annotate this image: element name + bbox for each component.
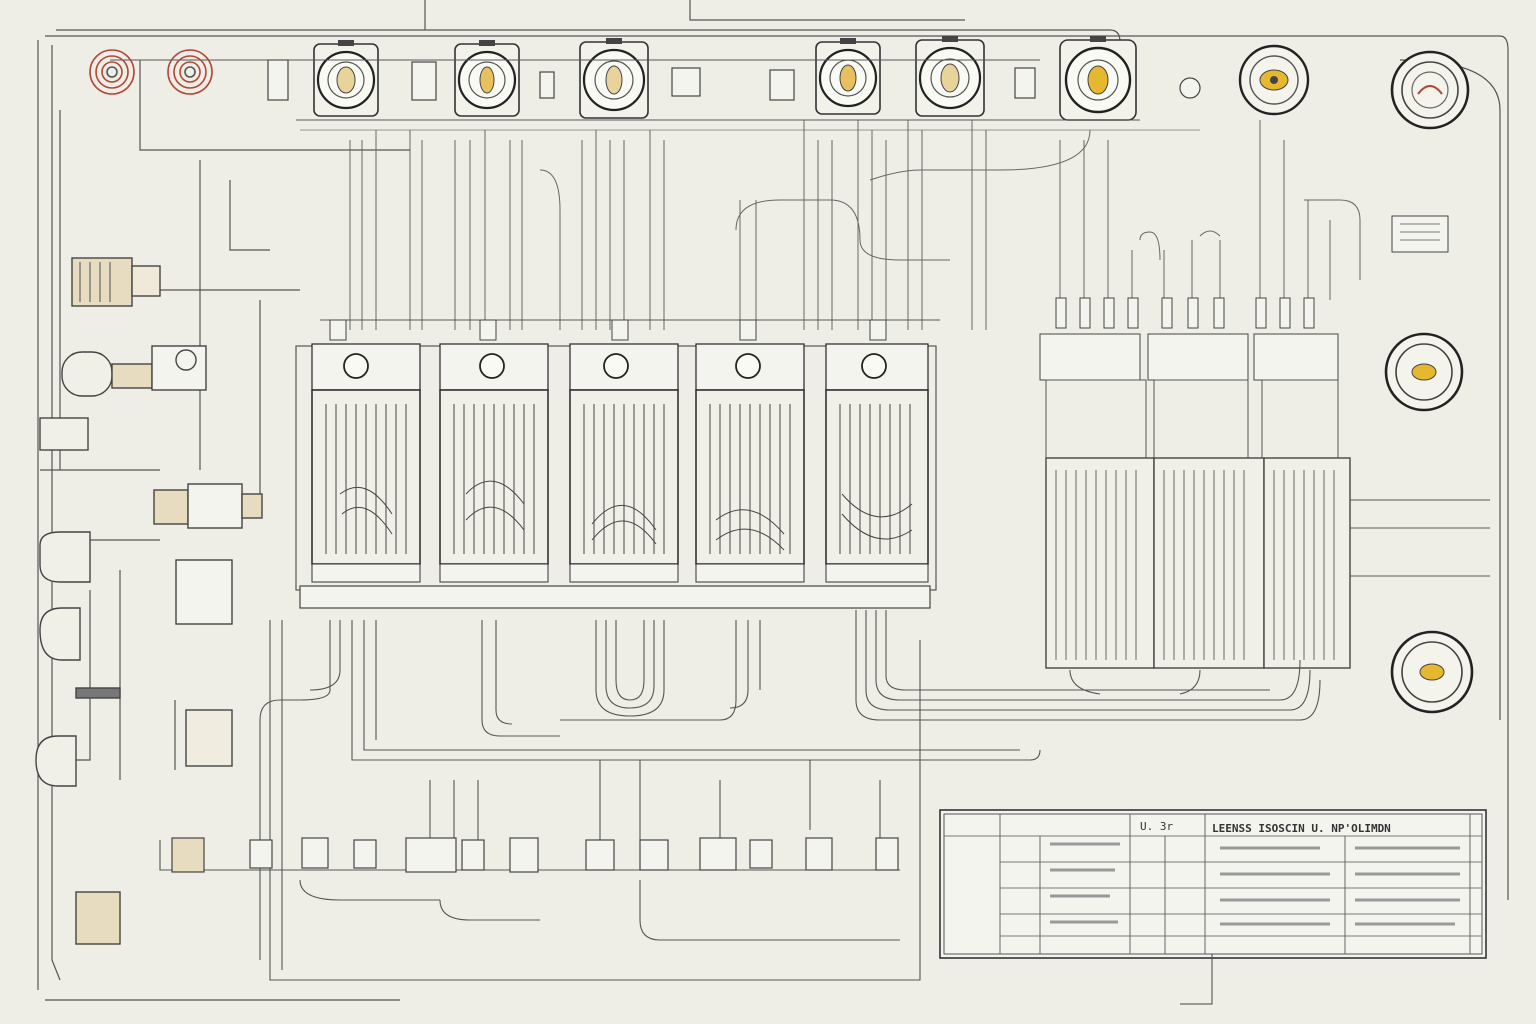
frame-wires <box>37 0 1509 1001</box>
selector-knobs <box>267 59 1201 101</box>
relay-block-icon <box>175 559 233 625</box>
terminal-block-icon <box>699 837 737 871</box>
motor-icon <box>71 257 161 307</box>
motor-icon <box>61 345 207 397</box>
right-gauge-column <box>1384 50 1474 714</box>
left-components <box>35 257 263 945</box>
terminal-block-icon <box>39 417 89 451</box>
title-block-small-header: U. 3r <box>1140 820 1173 833</box>
top-gauge-row <box>110 36 1310 131</box>
right-transformer-1 <box>1039 333 1155 669</box>
terminal-block-icon <box>171 837 205 873</box>
top-gauge-3 <box>579 38 649 119</box>
right-transformer-3 <box>1253 333 1351 669</box>
motor-icon <box>153 483 263 529</box>
transformer-bank <box>295 319 940 609</box>
transformer-4 <box>695 343 805 583</box>
coil-icon <box>89 49 213 95</box>
terminal-block-icon <box>639 839 669 871</box>
terminal-block-icon <box>249 839 273 869</box>
title-block: U. 3r LEENSS ISOSCIN U. NP'OLIMDN <box>939 809 1487 959</box>
top-gauge-2 <box>454 40 520 117</box>
right-gauge-3 <box>1390 630 1474 714</box>
terminal-block-icon <box>509 837 539 873</box>
terminal-block-icon <box>749 839 773 869</box>
top-gauge-4 <box>815 38 881 115</box>
top-gauge-7 <box>1238 44 1310 116</box>
right-transformer-bank <box>1039 297 1490 669</box>
terminal-block-icon <box>301 837 329 869</box>
transformer-3 <box>569 343 679 583</box>
upper-bus-wires <box>349 120 1361 330</box>
top-gauge-6 <box>1059 36 1137 121</box>
top-gauge-1 <box>313 40 379 117</box>
transformer-2 <box>439 343 549 583</box>
meter-box <box>1391 215 1449 253</box>
transformer-5 <box>825 343 929 583</box>
top-gauge-5 <box>915 36 985 117</box>
bottom-terminal-row <box>171 837 899 873</box>
fuse-row <box>1055 297 1315 329</box>
terminal-block-icon <box>75 891 121 945</box>
transformer-1 <box>311 343 421 583</box>
terminal-block-icon <box>875 837 899 871</box>
terminal-block-icon <box>585 839 615 871</box>
terminal-block-icon <box>805 837 833 871</box>
lamp-socket-icon <box>35 531 91 787</box>
terminal-block-icon <box>461 839 485 871</box>
title-block-header: LEENSS ISOSCIN U. NP'OLIMDN <box>1212 822 1391 835</box>
terminal-block-icon <box>405 837 457 873</box>
relay-block-icon <box>185 709 233 767</box>
right-gauge-2 <box>1384 332 1464 412</box>
right-gauge-1 <box>1390 50 1470 130</box>
right-transformer-2 <box>1147 333 1265 669</box>
terminal-block-icon <box>353 839 377 869</box>
